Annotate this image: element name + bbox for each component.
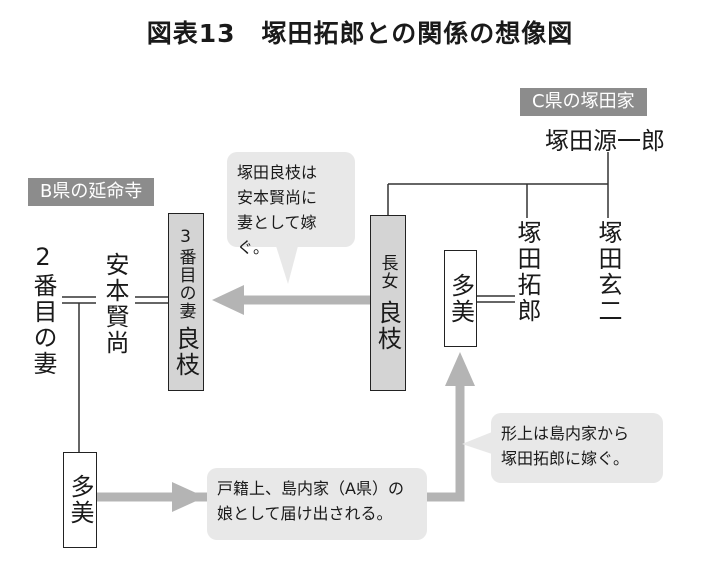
yoshie-prefix: 長女 <box>377 254 398 290</box>
note-formal-line1: 形上は島内家から <box>501 424 630 443</box>
takuro-name: 塚田拓郎 <box>513 220 541 324</box>
yoshie-box: 長女 良枝 <box>370 215 406 391</box>
tami-top-box: 多美 <box>444 250 477 347</box>
note-marry-line2: 安本賢尚に <box>237 188 318 207</box>
tami-bottom-name: 多美 <box>66 474 94 526</box>
tami-bottom-box: 多美 <box>63 452 97 548</box>
wife3-box: 3番目の妻 良枝 <box>168 213 204 391</box>
note-register-line2: 娘として届け出される。 <box>217 504 393 523</box>
note-marry-pointer <box>276 246 298 284</box>
kensho-name: 安本賢尚 <box>101 252 129 356</box>
note-formal: 形上は島内家から 塚田拓郎に嫁ぐ。 <box>491 413 663 483</box>
b-temple-tag: B県の延命寺 <box>28 178 155 206</box>
note-marry: 塚田良枝は 安本賢尚に 妻として嫁ぐ。 <box>227 152 355 257</box>
genji-name: 塚田玄二 <box>594 220 622 324</box>
tami-top-name: 多美 <box>446 272 475 325</box>
note-marry-line1: 塚田良枝は <box>237 163 318 182</box>
diagram-title: 図表13 塚田拓郎との関係の想像図 <box>146 19 574 48</box>
c-family-tag: C県の塚田家 <box>520 88 647 116</box>
note-register-line1: 戸籍上、島内家（A県）の <box>217 479 404 498</box>
note-formal-line2: 塚田拓郎に嫁ぐ。 <box>501 449 630 468</box>
genichiro-name: 塚田源一郎 <box>545 127 665 155</box>
wife2-name: 2番目の妻 <box>29 243 57 377</box>
note-register: 戸籍上、島内家（A県）の 娘として届け出される。 <box>207 468 427 540</box>
yoshie-name: 良枝 <box>373 300 402 352</box>
wife3-prefix: 3番目の妻 <box>175 226 196 320</box>
wife3-name: 良枝 <box>171 325 200 378</box>
arrow-register-midhead <box>172 482 205 512</box>
note-formal-pointer <box>462 432 492 454</box>
arrow-marry-head <box>212 285 244 315</box>
note-marry-line3: 妻として嫁ぐ。 <box>237 213 317 257</box>
arrow-register-head <box>445 352 475 386</box>
